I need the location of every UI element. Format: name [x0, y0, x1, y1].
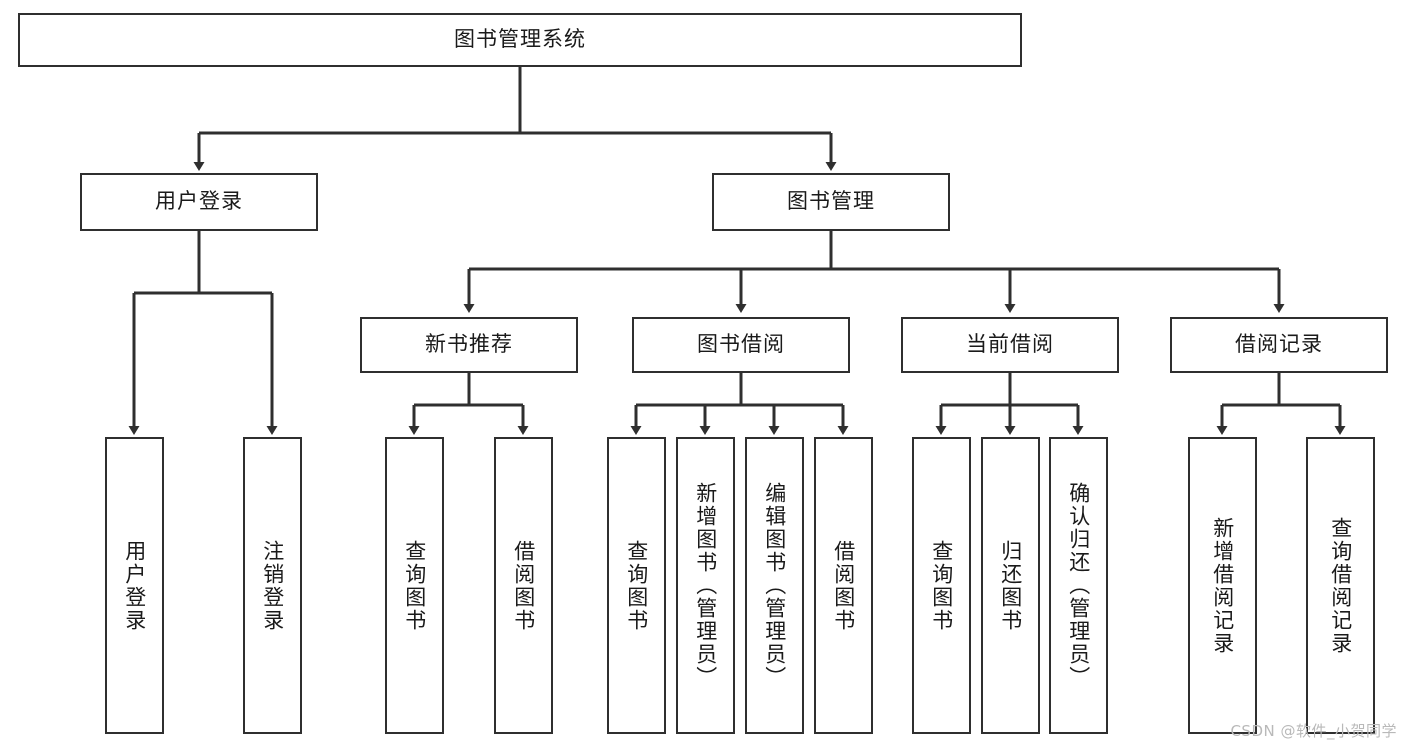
node-leaf-edit-book-admin[interactable]: 编辑图书（管理员）	[745, 437, 804, 734]
node-current-borrow[interactable]: 当前借阅	[901, 317, 1119, 373]
node-leaf-return-book-label: 归还图书	[998, 539, 1023, 632]
csdn-watermark: CSDN @软件_小贺同学	[1230, 722, 1397, 740]
node-leaf-query-book-newbook[interactable]: 查询图书	[385, 437, 444, 734]
node-user-login-label: 用户登录	[155, 189, 243, 214]
node-leaf-borrow-book-newbook[interactable]: 借阅图书	[494, 437, 553, 734]
node-leaf-add-borrow-record-label: 新增借阅记录	[1210, 516, 1235, 655]
node-leaf-borrow-book-label: 借阅图书	[831, 539, 856, 632]
node-leaf-query-borrow-record[interactable]: 查询借阅记录	[1306, 437, 1375, 734]
node-borrow-records[interactable]: 借阅记录	[1170, 317, 1388, 373]
node-leaf-add-borrow-record[interactable]: 新增借阅记录	[1188, 437, 1257, 734]
node-leaf-query-book-borrow[interactable]: 查询图书	[607, 437, 666, 734]
node-book-management[interactable]: 图书管理	[712, 173, 950, 231]
node-user-login[interactable]: 用户登录	[80, 173, 318, 231]
node-leaf-query-book-current-label: 查询图书	[929, 539, 954, 632]
node-new-book-recommend-label: 新书推荐	[425, 332, 513, 357]
node-root-label: 图书管理系统	[454, 27, 586, 52]
node-leaf-add-book-admin-label: 新增图书（管理员）	[693, 482, 718, 689]
node-leaf-logout[interactable]: 注销登录	[243, 437, 302, 734]
node-leaf-borrow-book[interactable]: 借阅图书	[814, 437, 873, 734]
node-leaf-query-book-borrow-label: 查询图书	[624, 539, 649, 632]
node-leaf-add-book-admin[interactable]: 新增图书（管理员）	[676, 437, 735, 734]
node-borrow-records-label: 借阅记录	[1235, 332, 1323, 357]
node-leaf-query-borrow-record-label: 查询借阅记录	[1328, 516, 1353, 655]
node-leaf-query-book-newbook-label: 查询图书	[402, 539, 427, 632]
node-leaf-logout-label: 注销登录	[260, 539, 285, 632]
node-leaf-edit-book-admin-label: 编辑图书（管理员）	[762, 482, 787, 689]
node-root[interactable]: 图书管理系统	[18, 13, 1022, 67]
node-leaf-borrow-book-newbook-label: 借阅图书	[511, 539, 536, 632]
node-book-borrow-label: 图书借阅	[697, 332, 785, 357]
node-current-borrow-label: 当前借阅	[966, 332, 1054, 357]
node-leaf-user-login[interactable]: 用户登录	[105, 437, 164, 734]
node-leaf-return-book[interactable]: 归还图书	[981, 437, 1040, 734]
node-book-borrow[interactable]: 图书借阅	[632, 317, 850, 373]
node-book-management-label: 图书管理	[787, 189, 875, 214]
node-leaf-confirm-return-admin-label: 确认归还（管理员）	[1066, 482, 1091, 689]
node-leaf-query-book-current[interactable]: 查询图书	[912, 437, 971, 734]
node-leaf-user-login-label: 用户登录	[122, 539, 147, 632]
node-new-book-recommend[interactable]: 新书推荐	[360, 317, 578, 373]
node-leaf-confirm-return-admin[interactable]: 确认归还（管理员）	[1049, 437, 1108, 734]
